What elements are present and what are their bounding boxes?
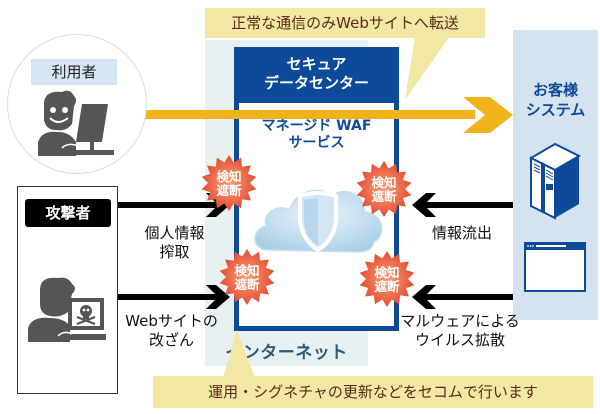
threat-label-line: マルウェアによる [400, 312, 520, 330]
user-at-computer-icon [38, 90, 114, 156]
badge-line2: 遮断 [371, 189, 397, 204]
threat-label-line: 搾取 [159, 243, 190, 261]
threat-label-info-theft: 個人情報 搾取 [122, 224, 227, 262]
server-icon [528, 142, 582, 220]
normal-traffic-arrow [145, 97, 513, 133]
waf-service-line1: マネージド WAF [261, 118, 372, 134]
cloud-shield-icon [254, 189, 383, 253]
leak-arrow-info-leak [412, 193, 513, 217]
detect-block-badge: 検知 遮断 [200, 170, 258, 198]
attacker-label: 攻撃者 [25, 199, 111, 227]
bottom-callout: 運用・シグネチャの更新などをセコムで行います [153, 376, 593, 408]
attack-arrow-web-tamper [118, 285, 230, 309]
datacenter-title-line1: セキュア [286, 55, 347, 73]
threat-label-web-tamper: Webサイトの 改ざん [114, 312, 229, 350]
detect-block-badge: 検知 遮断 [218, 264, 276, 292]
customer-label-line1: お客様 [532, 81, 578, 99]
datacenter-title-line2: データセンター [263, 74, 369, 92]
badge-line1: 検知 [234, 263, 260, 278]
browser-window-icon [524, 242, 586, 292]
detect-block-badge: 検知 遮断 [358, 266, 416, 294]
detect-block-burst-icon [201, 155, 257, 211]
detect-block-burst-icon [219, 249, 275, 305]
customer-system-label: お客様 システム [513, 80, 598, 120]
badge-line2: 遮断 [234, 277, 260, 292]
top-callout-tail [405, 36, 450, 100]
badge-line2: 遮断 [216, 183, 242, 198]
burst-star-shape [356, 161, 412, 217]
bottom-callout-tail [223, 330, 255, 378]
badge-line1: 検知 [371, 175, 397, 190]
hacker-skull-computer-icon [28, 277, 106, 342]
threat-label-line: ウイルス拡散 [414, 331, 505, 349]
detect-block-badge: 検知 遮断 [355, 176, 413, 204]
burst-star-shape [219, 249, 275, 305]
leak-arrow-malware [412, 285, 513, 309]
badge-line2: 遮断 [374, 279, 400, 294]
burst-star-shape [359, 251, 415, 307]
internet-label: インターネット [225, 343, 348, 363]
badge-line1: 検知 [216, 169, 242, 184]
datacenter-title: セキュア データセンター [234, 47, 399, 103]
burst-star-shape [201, 155, 257, 211]
badge-line1: 検知 [374, 265, 400, 280]
threat-label-line: Webサイトの [125, 312, 218, 330]
customer-label-line2: システム [525, 101, 586, 119]
detect-block-burst-icon [359, 251, 415, 307]
user-label: 利用者 [31, 59, 117, 85]
threat-label-malware: マルウェアによる ウイルス拡散 [390, 312, 530, 350]
threat-label-line: 個人情報 [144, 224, 205, 242]
waf-service-title: マネージド WAF サービス [234, 118, 399, 152]
threat-label-info-leak: 情報流出 [431, 224, 492, 242]
threat-label-line: 改ざん [148, 331, 194, 349]
top-callout: 正常な通信のみWebサイトへ転送 [205, 8, 485, 38]
detect-block-burst-icon [356, 161, 412, 217]
waf-service-line2: サービス [288, 135, 345, 151]
